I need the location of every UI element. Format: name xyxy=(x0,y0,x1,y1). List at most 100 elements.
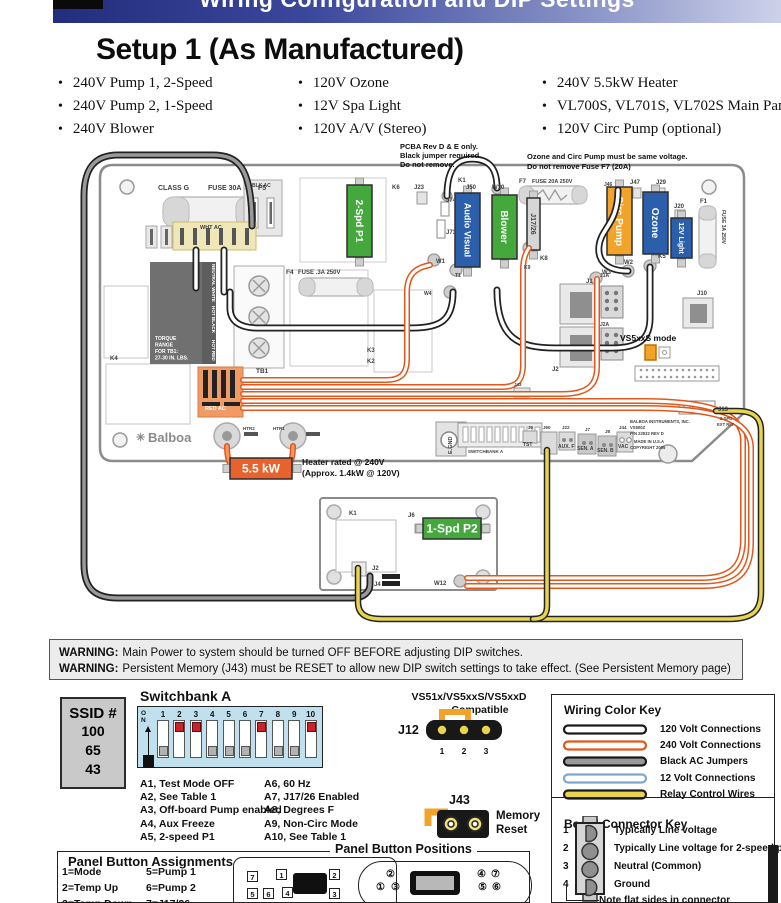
component-label: Audio Visual xyxy=(462,203,472,257)
key-box-divider xyxy=(551,797,775,798)
board-label: COPYRIGHT 2005 xyxy=(630,445,666,450)
j43-label: J43 xyxy=(449,793,470,807)
board-label: Do not remove Fuse F7 (20A) xyxy=(527,162,631,171)
board-label: VAC xyxy=(618,444,629,450)
dip-switch-9[interactable]: 9 xyxy=(287,710,301,758)
component-5-5-kw: 5.5 kW xyxy=(222,457,302,480)
wiring-key-row: Black AC Jumpers xyxy=(562,754,774,770)
board-label: J2 xyxy=(372,566,379,572)
board-label: E.GND xyxy=(448,437,454,454)
board-label: VS5xxS mode xyxy=(620,333,676,343)
wiring-key-label: 120 Volt Connections xyxy=(660,723,761,735)
j43-jumper-graphic xyxy=(424,808,489,838)
component-label: Circ Pump xyxy=(613,196,624,246)
board-label: F7 xyxy=(519,179,527,185)
board-label: HOT RED xyxy=(211,340,216,361)
component-2-spd-p1: 2-Spd P1 xyxy=(346,177,373,267)
board-label: EXT RLY xyxy=(717,422,735,427)
board-label: Balboa xyxy=(148,430,192,445)
board-label: J46 xyxy=(604,182,613,188)
board-label: K3 xyxy=(367,348,375,354)
board-label: J7 xyxy=(585,427,591,432)
board-label: J6 xyxy=(408,513,415,519)
board-label: J2A xyxy=(600,322,610,328)
board-label: F1 xyxy=(700,199,708,205)
dip-switch-8[interactable]: 8 xyxy=(271,710,285,758)
board-label: J60 xyxy=(543,425,551,430)
dip-switch-number: 5 xyxy=(226,710,231,719)
dip-switch-number: 1 xyxy=(160,710,166,719)
dip-function-item: A5, 2-speed P1 xyxy=(140,830,215,843)
board-label: ✳ xyxy=(136,432,145,444)
dip-switch-knob xyxy=(191,722,201,732)
dip-switch-track xyxy=(255,720,268,758)
board-label: HOT BLACK xyxy=(211,306,216,334)
panel-display-rect xyxy=(293,873,327,894)
board-label: Heater rated @ 240V xyxy=(302,457,385,467)
dip-switch-3[interactable]: 3 xyxy=(189,710,203,758)
header-band: Wiring Configuration and DIP Settings xyxy=(53,0,781,23)
wire-sample-icon xyxy=(562,724,648,735)
panel-button-circled: ① xyxy=(376,882,385,893)
feature-item: 240V Blower xyxy=(58,118,293,141)
board-label: K6 xyxy=(392,185,400,191)
feature-item: 240V Pump 1, 2-Speed xyxy=(58,72,293,95)
board-label: BALBOA INSTRUMENTS, INC. xyxy=(630,419,690,424)
dip-switch-10[interactable]: 10 xyxy=(304,710,318,758)
dip-switch-track xyxy=(206,720,219,758)
panel-diagram-oval xyxy=(358,861,532,903)
j12-jumper-graphic xyxy=(426,709,502,740)
connector-pin-number: 4 xyxy=(563,879,569,890)
on-arrow-icon xyxy=(145,726,151,732)
board-label: SEN. B xyxy=(597,448,614,454)
board-label: K9 xyxy=(524,265,531,271)
board-label: 27-30 IN. LBS. xyxy=(155,356,189,362)
board-label: F4 xyxy=(286,269,294,276)
dip-switch-5[interactable]: 5 xyxy=(222,710,236,758)
wiring-key-row: Relay Control Wires xyxy=(562,787,774,803)
dip-switch-number: 7 xyxy=(259,710,264,719)
connector-pin-number: 1 xyxy=(563,825,569,836)
board-label: MADE IN U.S.A xyxy=(634,439,664,444)
board-label: F5 xyxy=(258,185,266,192)
dip-switch-2[interactable]: 2 xyxy=(172,710,186,758)
dip-switch-7[interactable]: 7 xyxy=(254,710,268,758)
dip-switch-knob xyxy=(306,722,316,732)
memory-reset-line-1: Memory xyxy=(496,810,541,822)
component-audio-visual: Audio Visual xyxy=(454,185,481,277)
panel-button-circled: ④ xyxy=(477,869,486,880)
board-label: BLK AC xyxy=(252,183,271,189)
wiring-key-row: 12 Volt Connections xyxy=(562,770,774,786)
dip-switch-knob xyxy=(224,746,234,756)
component-label: Blower xyxy=(498,210,509,243)
on-arrow-shaft xyxy=(147,731,150,757)
warning-text: Persistent Memory (J43) must be RESET to… xyxy=(122,663,731,675)
board-overlay-components: 5.5 kW1-Spd P2 xyxy=(222,457,491,540)
wiring-diagram: 2-Spd P1 Audio Visual Blower J17/26 Circ Pum… xyxy=(80,142,765,623)
dip-switch-1[interactable]: 1 xyxy=(156,710,170,758)
dip-function-item: A4, Aux Freeze xyxy=(140,817,215,830)
feature-item: 120V A/V (Stereo) xyxy=(298,118,533,141)
dip-function-item: A7, J17/26 Enabled xyxy=(264,791,360,804)
board-label: W12 xyxy=(434,581,447,587)
ssid-label: SSID # xyxy=(69,705,117,722)
dip-switch-6[interactable]: 6 xyxy=(238,710,252,758)
warning-prefix: WARNING: xyxy=(59,663,119,675)
panel-assignment-item: 7=J17/26 xyxy=(146,896,190,903)
board-label: FUSE 20A 250V xyxy=(532,179,573,185)
panel-button-circled: ③ xyxy=(391,882,400,893)
board-label: TST xyxy=(523,442,532,448)
dip-switch-track xyxy=(239,720,251,758)
component-label: Ozone xyxy=(649,208,660,239)
board-label: J44 xyxy=(619,425,627,430)
dip-switch-4[interactable]: 4 xyxy=(205,710,219,758)
panel-button-square: 2 xyxy=(329,869,340,880)
component-j17-26: J17/26 xyxy=(526,190,541,260)
wiring-key-label: 12 Volt Connections xyxy=(660,772,756,784)
connector-note: Note flat sides in connector xyxy=(599,895,731,903)
connector-pin-number: 3 xyxy=(563,861,569,872)
